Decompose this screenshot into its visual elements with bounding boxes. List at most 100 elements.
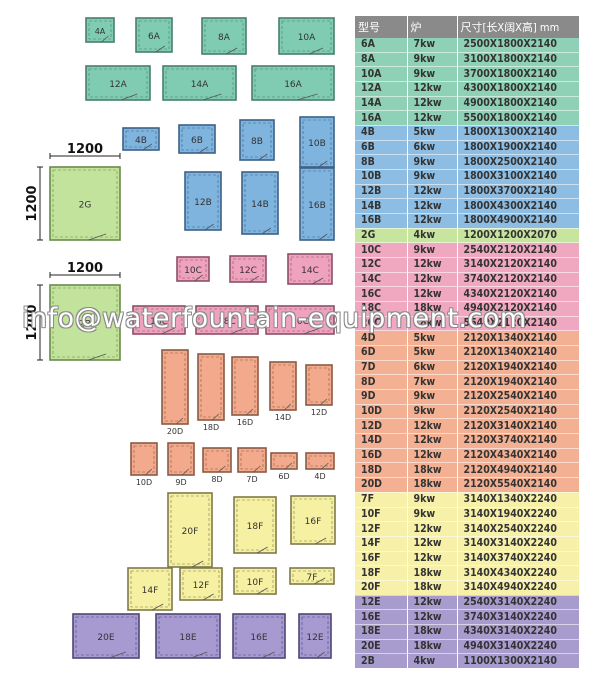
door-swing bbox=[121, 93, 138, 101]
room-20e: 20E bbox=[72, 613, 140, 659]
cell-heater: 12kw bbox=[407, 110, 458, 127]
door-swing bbox=[226, 47, 238, 55]
door-swing bbox=[203, 93, 222, 101]
cell-model: 14A bbox=[355, 96, 408, 112]
room-10b: 10B bbox=[299, 116, 335, 168]
room-wall bbox=[127, 567, 173, 611]
cell-heater: 12kw bbox=[407, 184, 458, 200]
room-bench bbox=[242, 122, 272, 158]
cell-size: 3140X2120X2140 bbox=[457, 257, 580, 273]
cell-model: 16C bbox=[355, 286, 408, 303]
room-bench bbox=[273, 455, 295, 467]
room-label: 10B bbox=[308, 139, 326, 149]
room-7f: 7F bbox=[289, 567, 335, 585]
room-wall bbox=[72, 613, 140, 659]
dimension-line: 1200 bbox=[49, 142, 121, 159]
room-label: 8D bbox=[211, 475, 222, 484]
cell-size: 5500X1800X2140 bbox=[457, 110, 580, 127]
cell-heater: 12kw bbox=[407, 521, 458, 537]
cell-size: 4340X3140X2240 bbox=[457, 624, 580, 640]
room-label: 14B bbox=[251, 200, 269, 210]
room-wall bbox=[162, 65, 237, 101]
door-swing bbox=[194, 274, 203, 282]
room-label: 18E bbox=[179, 633, 196, 643]
room-wall bbox=[195, 305, 259, 335]
cell-size: 1200X1200X2070 bbox=[457, 228, 580, 244]
room-wall bbox=[231, 356, 259, 416]
dimension-line: 1200 bbox=[25, 166, 43, 241]
room-bench bbox=[205, 450, 229, 470]
room-10c: 10C bbox=[176, 256, 210, 282]
room-12f: 12F bbox=[179, 567, 223, 601]
door-swing bbox=[155, 45, 166, 53]
cell-size: 2540X3140X2240 bbox=[457, 595, 580, 611]
room-bench bbox=[232, 258, 264, 280]
room-wall bbox=[85, 17, 115, 43]
room-bench bbox=[88, 20, 112, 40]
room-wall bbox=[229, 255, 267, 283]
room-wall bbox=[233, 496, 277, 554]
door-swing bbox=[314, 577, 326, 585]
cell-model: 18C bbox=[355, 301, 408, 317]
room-wall bbox=[237, 447, 267, 473]
cell-model: 10D bbox=[355, 404, 408, 420]
room-label: 18C bbox=[218, 317, 236, 327]
room-wall bbox=[233, 567, 277, 595]
room-wall bbox=[49, 166, 121, 241]
cell-size: 2120X1940X2140 bbox=[457, 374, 580, 391]
door-swing bbox=[285, 462, 293, 470]
room-18e: 18E bbox=[155, 613, 221, 659]
cell-model: 20D bbox=[355, 477, 408, 493]
cell-size: 3140X4940X2240 bbox=[457, 580, 580, 596]
cell-heater: 12kw bbox=[407, 418, 458, 435]
cell-model: 6D bbox=[355, 345, 408, 361]
room-18f: 18F bbox=[233, 496, 277, 554]
cell-heater: 9kw bbox=[407, 52, 458, 68]
room-bench bbox=[179, 259, 207, 279]
cell-model: 10C bbox=[355, 242, 408, 259]
cell-heater: 5kw bbox=[407, 330, 458, 347]
cell-heater: 12kw bbox=[407, 81, 458, 97]
room-14b: 14B bbox=[241, 171, 279, 235]
room-4a: 4A bbox=[85, 17, 115, 43]
door-swing bbox=[246, 408, 254, 416]
cell-heater: 18kw bbox=[407, 462, 458, 479]
room-wall bbox=[161, 349, 189, 425]
cell-model: 10F bbox=[355, 507, 408, 523]
room-14c: 14C bbox=[287, 253, 333, 285]
cell-model: 18F bbox=[355, 565, 408, 581]
door-swing bbox=[256, 546, 268, 554]
room-wall bbox=[178, 124, 216, 154]
cell-model: 4D bbox=[355, 330, 408, 347]
room-12e: 12E bbox=[298, 613, 332, 659]
room-wall bbox=[289, 567, 335, 585]
room-bench bbox=[308, 367, 330, 403]
room-6d: 6D bbox=[270, 452, 298, 481]
room-bench bbox=[158, 616, 218, 656]
room-wall bbox=[239, 119, 275, 161]
cell-size: 1800X2500X2140 bbox=[457, 154, 580, 171]
cell-size: 2120X1940X2140 bbox=[457, 360, 580, 376]
cell-model: 18E bbox=[355, 624, 408, 640]
room-wall bbox=[287, 253, 333, 285]
room-label: 12B bbox=[194, 198, 212, 208]
room-label: 20D bbox=[167, 427, 183, 436]
cell-model: 16A bbox=[355, 110, 408, 127]
room-12b: 12B bbox=[184, 171, 222, 231]
header-size: 尺寸[长X阔X高] mm bbox=[457, 16, 580, 38]
cell-heater: 18kw bbox=[407, 580, 458, 596]
door-swing bbox=[249, 275, 260, 283]
room-16c: 16C bbox=[132, 305, 186, 335]
door-swing bbox=[182, 468, 190, 476]
cell-size: 3140X3140X2240 bbox=[457, 536, 580, 552]
door-swing bbox=[152, 603, 164, 611]
header-model: 型号 bbox=[355, 16, 408, 38]
